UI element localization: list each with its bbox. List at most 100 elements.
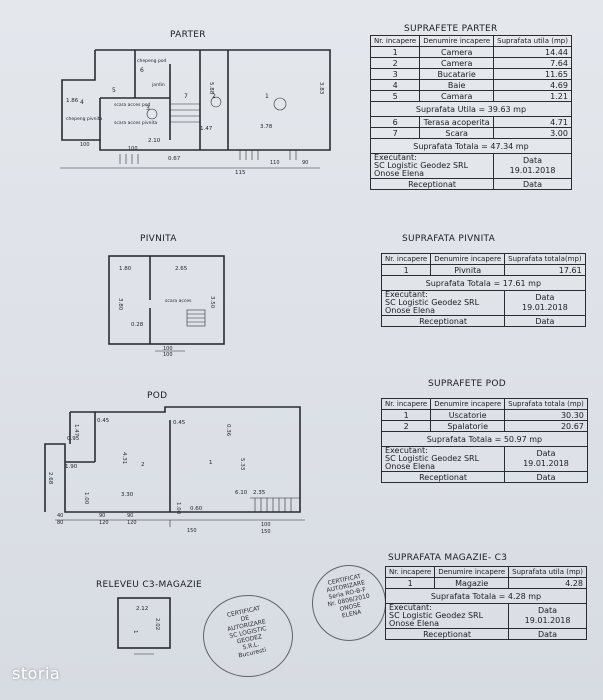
room-nr: 1: [369, 46, 421, 58]
room-nr: 4: [369, 79, 421, 91]
parter-dim-12: 90: [302, 160, 308, 166]
pod-totala: Suprafata Totala = 50.97 mp: [381, 431, 588, 447]
room-name: Magazie: [434, 577, 510, 589]
pivnita-plan-title: PIVNITA: [140, 234, 177, 244]
pod-dim-7: 1.00: [83, 492, 89, 505]
magazie-executant-person: Onose Elena: [389, 619, 440, 628]
pivnita-totala: Suprafata Totala = 17.61 mp: [381, 275, 586, 291]
parter-dim-11: 110: [270, 160, 280, 166]
pod-dim-6: 2.68: [47, 472, 53, 485]
room-nr: 5: [369, 90, 421, 102]
parter-room-label-2: 2: [212, 93, 216, 100]
magazie-plan-title: RELEVEU C3-MAGAZIE: [96, 580, 202, 590]
storia-logo: storia: [12, 664, 61, 683]
room-nr: 1: [380, 409, 432, 421]
pivnita-data-label: Data: [535, 293, 555, 302]
parter-executant-label: Executant:: [374, 153, 417, 162]
pivnita-head-area: Suprafata totala(mp): [504, 253, 586, 265]
pod-dim-24: 150: [261, 529, 271, 535]
parter-table: Nr. incapere Denumire incapere Suprafata…: [369, 35, 572, 190]
pod-head-name: Denumire incapere: [430, 398, 506, 410]
parter-dim-7: 2.10: [148, 138, 161, 144]
pivnita-head-name: Denumire incapere: [430, 253, 506, 265]
magazie-table: Nr. incapere Denumire incapere Suprafata…: [384, 566, 587, 640]
pod-executant-person: Onose Elena: [385, 462, 436, 471]
parter-room-label-5: 5: [112, 87, 116, 94]
parter-plan-title: PARTER: [170, 30, 206, 40]
pivnita-dim-7: 100: [163, 352, 173, 358]
parter-dim-2: 3.78: [260, 124, 273, 130]
pivnita-table: Nr. incapere Denumire incapere Suprafata…: [380, 253, 586, 327]
magazie-executant-label: Executant:: [389, 603, 432, 612]
pod-dim-5: 1.90: [65, 464, 78, 470]
parter-receptionat-data: Data: [493, 178, 572, 190]
magazie-floor-plan: 2.12 2.02 1: [117, 597, 171, 655]
pod-dim-16: 40: [57, 513, 63, 519]
pod-dim-15: 1.00: [175, 502, 181, 515]
pivnita-dim-5: 0.28: [131, 322, 144, 328]
pivnita-data-value: 19.01.2018: [521, 303, 568, 312]
parter-room-label-4: 4: [80, 99, 84, 106]
pod-floor-plan: 2 1 1.47 0.45 0.95 4.31 1.90 2.68 1.00 3…: [44, 406, 305, 535]
parter-totala: Suprafata Totala = 47.34 mp: [370, 138, 572, 154]
pivnita-head-nr: Nr. incapere: [380, 253, 432, 265]
room-area: 1.21: [493, 90, 572, 102]
pod-dim-11: 5.33: [239, 458, 245, 471]
pivnita-dim-2: 2.65: [175, 266, 188, 272]
room-nr: 2: [380, 420, 432, 432]
room-name: Camara: [419, 90, 495, 102]
pod-dim-17: 80: [57, 520, 63, 526]
room-nr: 1: [384, 577, 436, 589]
room-nr: 6: [369, 116, 421, 128]
parter-dim-6: 1.47: [200, 126, 213, 132]
pivnita-receptionat: Receptionat: [380, 315, 506, 327]
room-nr: 2: [369, 57, 421, 69]
pod-dim-12: 6.10: [235, 490, 248, 496]
pod-receptionat-data: Data: [504, 471, 588, 483]
magazie-receptionat: Receptionat: [384, 628, 510, 640]
room-name: Pivnita: [430, 264, 506, 276]
pod-plan-title: POD: [147, 391, 168, 401]
pivnita-floor-plan: 1.80 2.65 3.80 3.50 0.28 100 100 scara a…: [108, 255, 225, 358]
room-area: 17.61: [504, 264, 586, 276]
parter-data-value: 19.01.2018: [509, 166, 556, 175]
parter-head-area: Suprafata utila (mp): [493, 35, 572, 47]
room-nr: 1: [380, 264, 432, 276]
pivnita-table-title: SUPRAFATA PIVNITA: [402, 234, 496, 244]
pod-room-label-1: 1: [209, 460, 213, 466]
room-area: 20.67: [504, 420, 588, 432]
parter-dim-5: 0.67: [168, 156, 181, 162]
room-area: 30.30: [504, 409, 588, 421]
pod-data-value: 19.01.2018: [523, 459, 569, 468]
pod-head-area: Suprafata totala (mp): [504, 398, 588, 410]
pivnita-dim-3: 3.80: [117, 298, 123, 311]
room-name: Uscatorie: [430, 409, 506, 421]
magazie-head-name: Denumire incapere: [434, 566, 510, 578]
parter-table-title: SUPRAFETE PARTER: [404, 24, 498, 34]
pod-dim-9: 0.45: [173, 420, 186, 426]
pod-executant-name: SC Logistic Geodez SRL: [385, 454, 480, 463]
magazie-head-nr: Nr. incapere: [384, 566, 436, 578]
pivnita-executant-name: SC Logistic Geodez SRL: [385, 298, 480, 307]
pod-dim-8: 3.30: [121, 492, 134, 498]
parter-floor-plan: 1 2 3 4 5 6 7 1.86 3.78 5.88 3.83 0.67 1…: [60, 49, 331, 176]
parter-label-jardin: jardin: [151, 82, 165, 88]
parter-dim-3: 5.88: [208, 82, 214, 95]
parter-label-scara-pivnita: scara acces pivnita: [114, 120, 158, 126]
room-name: Spalatorie: [430, 420, 506, 432]
room-name: Bucatarie: [419, 68, 495, 80]
pod-dim-18: 90: [99, 513, 105, 519]
pod-executant-label: Executant:: [385, 446, 428, 455]
parter-data-label: Data: [522, 156, 543, 165]
parter-dim-10: 100: [128, 146, 138, 152]
parter-executant-person: Onose Elena: [374, 169, 425, 178]
magazie-dim-2: 2.02: [154, 618, 160, 630]
